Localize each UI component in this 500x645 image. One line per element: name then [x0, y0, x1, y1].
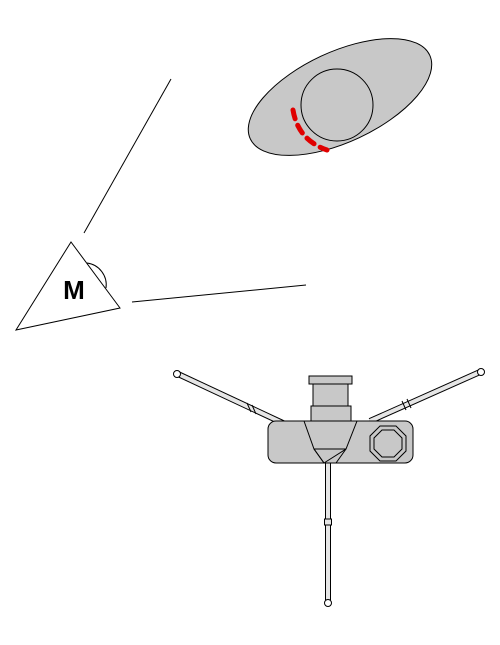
target-red-arc [290, 107, 330, 153]
sight-line-lower [131, 284, 307, 303]
octagon-lens-icon [369, 425, 407, 462]
device-top-cylinder [308, 375, 353, 423]
tripod-leg-left [173, 370, 287, 427]
target-sphere [300, 68, 374, 142]
target-group [247, 38, 433, 156]
device-funnel [303, 420, 358, 464]
observer-group: M [14, 241, 121, 331]
tripod-leg-bottom [324, 462, 332, 607]
device-group [173, 368, 485, 607]
observer-label: M [63, 275, 85, 305]
sight-line-upper [83, 78, 172, 234]
tripod-leg-right [368, 368, 485, 424]
observer-triangle [14, 241, 121, 331]
